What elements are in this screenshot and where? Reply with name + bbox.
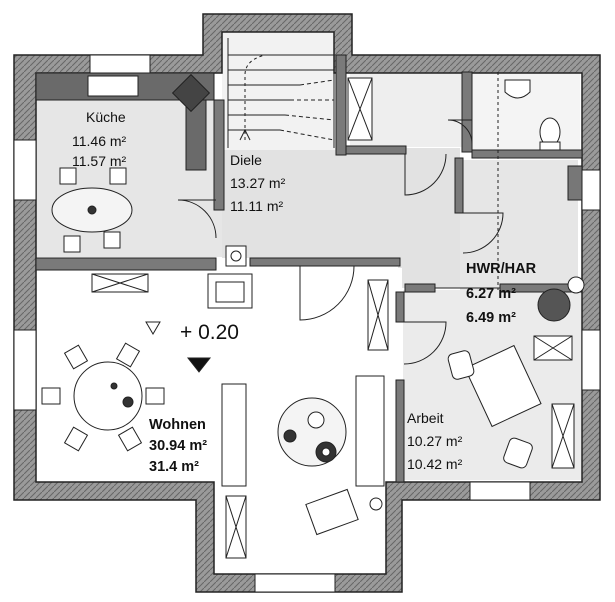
room-area-hall-2: 11.11 m² <box>230 198 284 214</box>
door-entrance <box>299 265 355 321</box>
chair <box>109 167 127 185</box>
utility-appliances <box>537 165 585 322</box>
wall-hwr-left <box>454 157 464 214</box>
tv-cabinet <box>355 375 385 487</box>
lounge-chair <box>305 488 359 536</box>
hall-floor <box>222 148 460 258</box>
window-living-bottom <box>254 573 336 593</box>
chair <box>41 387 61 405</box>
hall-corridor-floor <box>398 258 460 288</box>
interior-walls <box>35 54 583 483</box>
chair <box>63 235 81 253</box>
office-chair <box>447 350 475 380</box>
wall-bath-bottom <box>471 149 583 159</box>
window-kitchen-left <box>13 139 37 201</box>
kitchen-appliance <box>171 73 211 113</box>
chair <box>63 344 89 370</box>
chair <box>117 426 143 452</box>
living-floor <box>30 268 402 586</box>
kitchen-sink <box>87 75 139 97</box>
wall-hwr-bottom <box>404 283 436 293</box>
wall-kitchen-living <box>35 257 217 271</box>
room-name-kitchen: Küche <box>86 109 126 125</box>
room-area-utility-1: 6.27 m² <box>466 286 516 302</box>
exterior-wall <box>13 13 601 593</box>
wall-kitchen-hall <box>213 99 225 211</box>
level-label: + 0.20 <box>180 321 239 344</box>
room-area-hall-1: 13.27 m² <box>230 175 286 191</box>
north-arrow-icon <box>145 321 161 335</box>
toilet-tank <box>539 141 561 151</box>
room-area-office-2: 10.42 m² <box>407 456 463 472</box>
door-bath <box>447 119 473 145</box>
door-wc <box>404 153 447 196</box>
hall-furniture <box>207 245 253 309</box>
window-living-left <box>13 329 37 411</box>
room-name-living: Wohnen <box>149 417 206 433</box>
door-hwr <box>462 212 504 254</box>
chair <box>115 342 141 368</box>
chair <box>145 387 165 405</box>
window-hwr-right <box>581 169 601 211</box>
chair <box>103 231 121 249</box>
windows <box>13 54 601 593</box>
stair-arrow-icon <box>239 128 251 141</box>
wall-office-left <box>395 291 405 323</box>
sink-icon <box>504 79 531 99</box>
table-decoration-icon <box>87 205 97 215</box>
doors <box>177 119 504 365</box>
boiler-icon <box>537 288 571 322</box>
room-name-hall: Diele <box>230 152 262 168</box>
room-area-utility-2: 6.49 m² <box>466 310 516 326</box>
wall-hall-living <box>249 257 401 267</box>
room-name-utility: HWR/HAR <box>466 261 537 277</box>
staircase <box>227 38 335 148</box>
sofa <box>221 383 247 487</box>
window-office-right <box>581 329 601 391</box>
office-desk <box>464 344 542 428</box>
kitchen-furniture <box>35 72 215 253</box>
chair <box>59 167 77 185</box>
level-triangle-icon <box>186 357 212 373</box>
wall-office-left-lower <box>395 379 405 483</box>
office-furniture <box>447 335 575 469</box>
stairwell-floor <box>222 30 340 150</box>
level-markers <box>145 321 212 373</box>
room-area-kitchen-1: 11.46 m² <box>72 133 127 149</box>
wall-wc-bottom <box>345 145 407 155</box>
utility-cabinet <box>567 165 583 201</box>
room-area-living-2: 31.4 m² <box>149 459 199 475</box>
living-furniture <box>41 273 389 559</box>
wall-wc-bath <box>461 71 473 153</box>
chair <box>63 426 89 452</box>
room-area-office-1: 10.27 m² <box>407 433 463 449</box>
utility-floor <box>460 160 578 290</box>
kitchen-side-counter <box>185 99 207 171</box>
office-chair <box>503 437 533 469</box>
dining-table-round <box>73 361 143 431</box>
wall-stair-right <box>335 54 347 156</box>
plant-icon <box>369 497 383 511</box>
hall-plant <box>225 245 247 267</box>
room-area-kitchen-2: 11.57 m² <box>72 153 127 169</box>
door-kitchen <box>177 199 217 239</box>
table-decoration-icon <box>122 396 134 408</box>
window-kitchen-top <box>89 54 151 74</box>
room-area-living-1: 30.94 m² <box>149 438 207 454</box>
tank-icon <box>567 276 585 294</box>
window-office-bottom <box>469 481 531 501</box>
sanitary-fixtures <box>347 72 561 290</box>
room-name-office: Arbeit <box>407 410 444 426</box>
door-office <box>403 321 447 365</box>
